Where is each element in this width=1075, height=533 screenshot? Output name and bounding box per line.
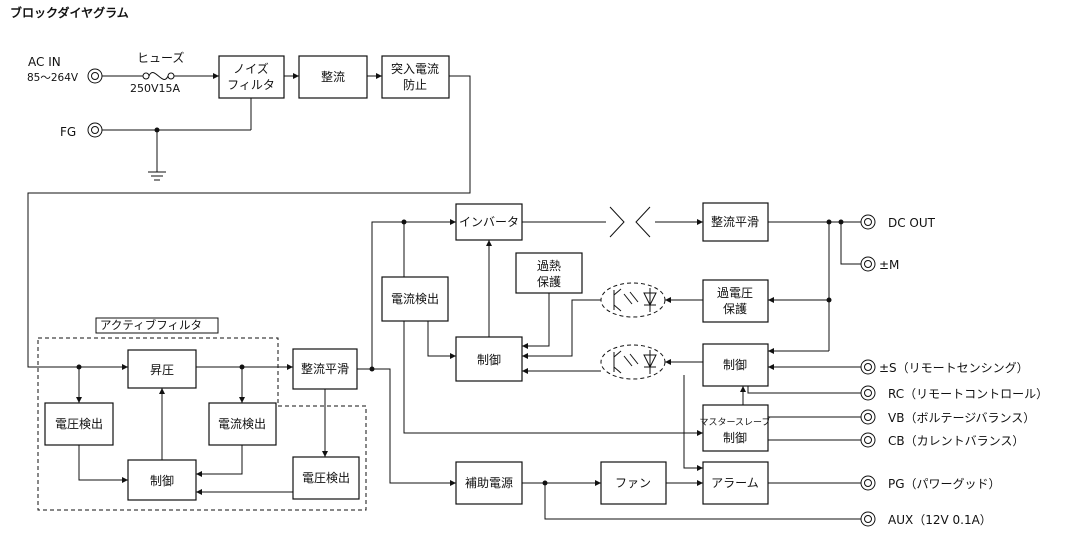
- fg-label: FG: [60, 125, 76, 139]
- voltage-detect-right-block: 電圧検出: [292, 456, 360, 500]
- fuse-label: ヒューズ: [137, 50, 184, 65]
- overheat-protect-block: 過熱 保護: [515, 252, 583, 294]
- svg-text:整流: 整流: [321, 69, 345, 84]
- svg-text:保護: 保護: [723, 301, 747, 316]
- svg-text:電圧検出: 電圧検出: [55, 417, 103, 431]
- transformer-symbol: [609, 206, 651, 238]
- output-control-block: 制御: [702, 343, 769, 387]
- alarm-block: アラーム: [702, 461, 769, 505]
- terminal-pm: ±M: [860, 256, 899, 272]
- svg-text:整流平滑: 整流平滑: [301, 361, 349, 376]
- terminal-ps: ±S（リモートセンシング）: [860, 359, 1029, 375]
- diagram-title: ブロックダイヤグラム: [10, 5, 129, 20]
- svg-text:アラーム: アラーム: [711, 476, 759, 490]
- svg-text:制御: 制御: [723, 430, 747, 445]
- svg-text:昇圧: 昇圧: [150, 363, 174, 377]
- active-filter-group-border: [37, 337, 367, 511]
- voltage-detect-left-block: 電圧検出: [44, 402, 114, 446]
- master-slave-block: マスタースレーブ 制御: [699, 404, 771, 452]
- fg-terminal: [87, 122, 103, 138]
- ac-in-range: 85〜264V: [27, 72, 79, 84]
- svg-text:フィルタ: フィルタ: [227, 78, 275, 92]
- terminal-aux: AUX（12V 0.1A）: [860, 511, 992, 527]
- svg-text:RC（リモートコントロール）: RC（リモートコントロール）: [888, 387, 1048, 401]
- svg-text:制御: 制御: [150, 473, 174, 488]
- svg-text:±S（リモートセンシング）: ±S（リモートセンシング）: [879, 361, 1029, 375]
- terminal-cb: CB（カレントバランス）: [860, 432, 1024, 448]
- terminal-vb: VB（ボルテージバランス）: [860, 409, 1035, 425]
- inverter-block: インバータ: [455, 203, 523, 241]
- rect-smooth-primary-block: 整流平滑: [292, 348, 358, 390]
- svg-text:PG（パワーグッド）: PG（パワーグッド）: [888, 477, 1001, 491]
- svg-text:電圧検出: 電圧検出: [302, 471, 350, 485]
- terminal-pg: PG（パワーグッド）: [860, 475, 1001, 491]
- svg-text:防止: 防止: [403, 77, 427, 92]
- svg-text:電流検出: 電流検出: [391, 292, 439, 306]
- svg-text:マスタースレーブ: マスタースレーブ: [699, 416, 770, 428]
- aux-power-block: 補助電源: [455, 461, 523, 505]
- fuse-symbol: [102, 72, 219, 80]
- pfc-control-block: 制御: [127, 459, 197, 501]
- ac-in-label: AC IN: [28, 55, 61, 69]
- current-detect-inv-block: 電流検出: [381, 276, 449, 322]
- svg-text:過熱: 過熱: [537, 259, 561, 273]
- inrush-limit-block: 突入電流 防止: [381, 55, 450, 99]
- ground-symbol: [148, 130, 166, 181]
- overvoltage-protect-block: 過電圧 保護: [702, 279, 769, 323]
- svg-text:電流検出: 電流検出: [218, 417, 266, 431]
- svg-text:DC OUT: DC OUT: [888, 216, 936, 230]
- terminal-rc: RC（リモートコントロール）: [860, 385, 1048, 401]
- svg-text:AUX（12V 0.1A）: AUX（12V 0.1A）: [888, 513, 992, 527]
- svg-text:整流平滑: 整流平滑: [711, 214, 759, 229]
- svg-text:ノイズ: ノイズ: [233, 61, 269, 76]
- active-filter-label: アクティブフィルタ: [100, 318, 202, 332]
- svg-text:過電圧: 過電圧: [717, 286, 753, 300]
- rectifier-block: 整流: [298, 55, 368, 99]
- rect-smooth-secondary-block: 整流平滑: [702, 202, 769, 242]
- noise-filter-block: ノイズ フィルタ: [218, 55, 285, 99]
- svg-text:VB（ボルテージバランス）: VB（ボルテージバランス）: [888, 411, 1035, 425]
- svg-text:インバータ: インバータ: [459, 215, 519, 229]
- terminal-dc-out: DC OUT: [860, 214, 936, 230]
- optocoupler-lower: [600, 344, 666, 380]
- svg-text:CB（カレントバランス）: CB（カレントバランス）: [888, 434, 1024, 448]
- svg-text:保護: 保護: [537, 274, 561, 289]
- fuse-rating: 250V15A: [130, 82, 181, 95]
- svg-text:ファン: ファン: [615, 476, 651, 490]
- current-detect-pfc-block: 電流検出: [208, 402, 277, 446]
- inverter-control-block: 制御: [455, 336, 523, 382]
- svg-text:制御: 制御: [723, 357, 747, 372]
- svg-text:±M: ±M: [879, 258, 899, 272]
- svg-text:突入電流: 突入電流: [391, 61, 439, 76]
- boost-block: 昇圧: [127, 349, 197, 389]
- optocoupler-upper: [600, 282, 666, 318]
- svg-text:制御: 制御: [477, 352, 501, 367]
- svg-text:補助電源: 補助電源: [465, 476, 513, 490]
- fan-block: ファン: [600, 461, 667, 505]
- ac-in-terminal: [87, 68, 103, 84]
